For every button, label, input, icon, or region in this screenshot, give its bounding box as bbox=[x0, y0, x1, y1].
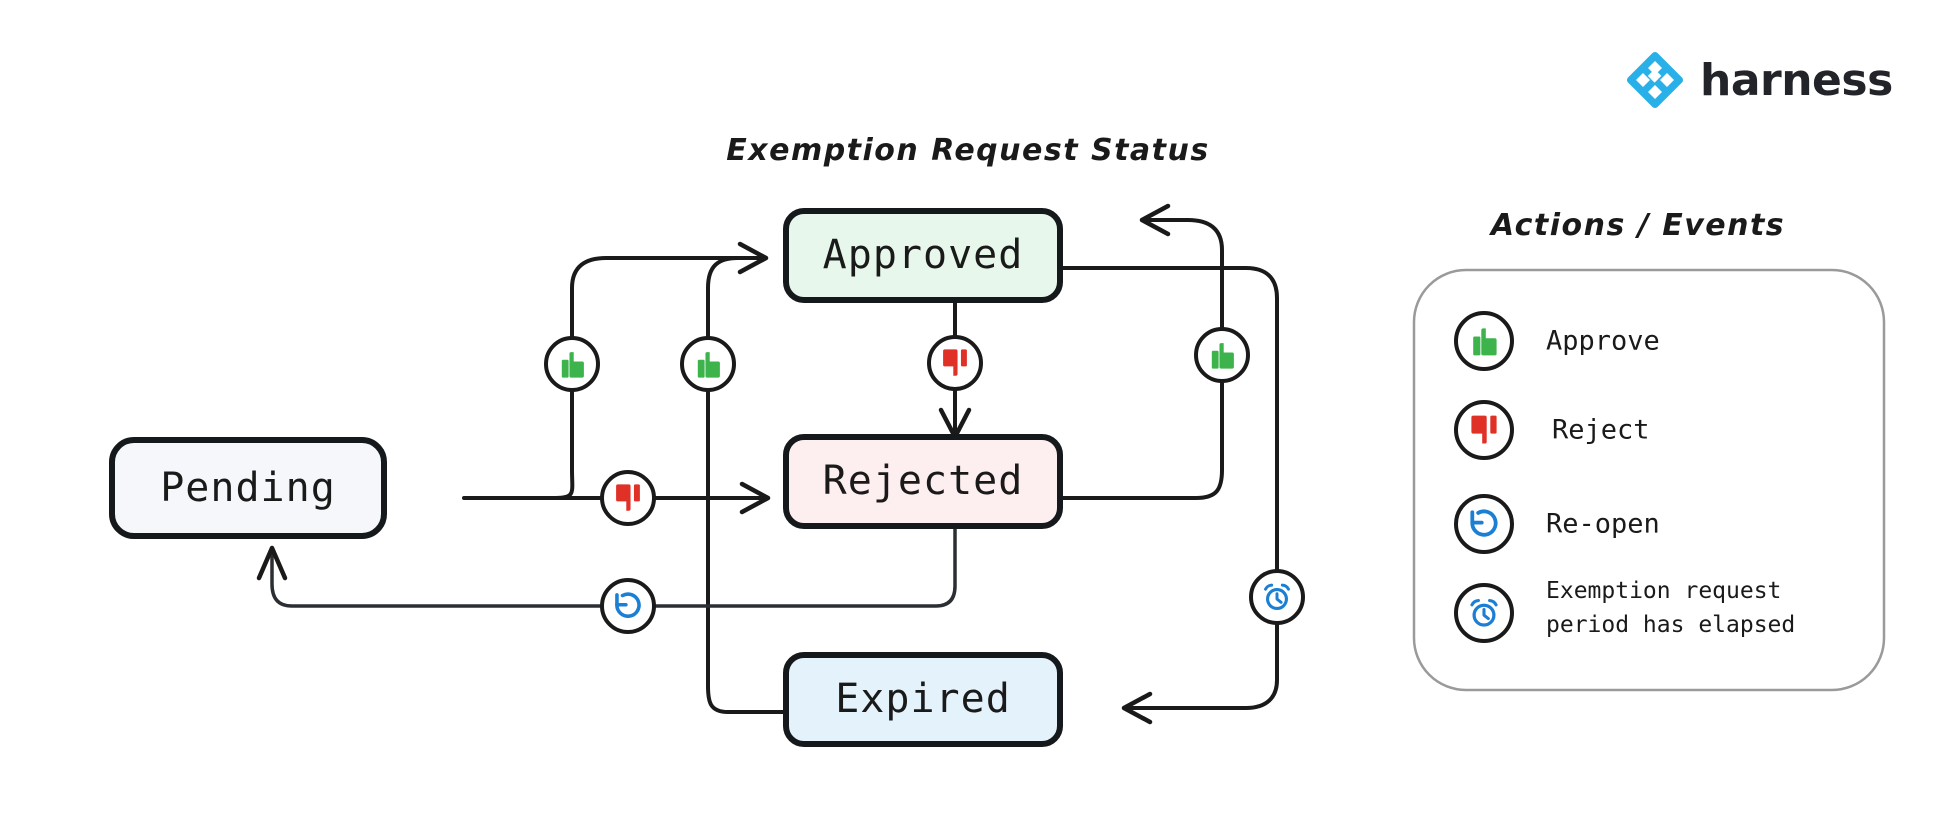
node-expired-label: Expired bbox=[835, 676, 1011, 722]
legend-item-expire-label-line2: period has elapsed bbox=[1546, 612, 1795, 638]
legend-item-approve[interactable]: Approve bbox=[1454, 311, 1660, 371]
brand-wordmark: harness bbox=[1700, 55, 1893, 106]
arrowhead-to-approved-left bbox=[737, 241, 769, 275]
node-approved-label: Approved bbox=[823, 232, 1024, 278]
edge-approved-expired-lower bbox=[1126, 621, 1279, 710]
node-approved[interactable]: Approved bbox=[783, 208, 1063, 303]
edge-badge-reject-approved[interactable] bbox=[927, 335, 983, 391]
edge-expired-approved-lower bbox=[706, 388, 788, 714]
edge-badge-reject-pending[interactable] bbox=[600, 470, 656, 526]
edge-badge-reopen[interactable] bbox=[600, 578, 656, 634]
legend-item-approve-label: Approve bbox=[1546, 326, 1660, 357]
node-expired[interactable]: Expired bbox=[783, 652, 1063, 747]
edge-badge-expire[interactable] bbox=[1249, 569, 1305, 625]
legend-panel: Approve Reject Re-open bbox=[1412, 268, 1886, 692]
legend-item-expire-label-line1: Exemption request bbox=[1546, 578, 1781, 604]
legend-item-reopen-label: Re-open bbox=[1546, 509, 1660, 540]
edge-rejected-approved-riser bbox=[1058, 379, 1224, 500]
edge-rejected-pending-left bbox=[270, 550, 604, 608]
arrowhead-to-rejected bbox=[739, 481, 771, 515]
edge-rejected-approved-top bbox=[1144, 218, 1224, 331]
arrowhead-to-approved-topright bbox=[1139, 203, 1171, 237]
edge-badge-approve-expired[interactable] bbox=[680, 336, 736, 392]
edge-pending-approved-lower bbox=[554, 388, 575, 500]
arrowhead-to-pending bbox=[256, 545, 288, 581]
diagram-title: Exemption Request Status bbox=[726, 133, 1209, 168]
node-pending-label: Pending bbox=[160, 465, 336, 511]
edge-approved-expired-upper bbox=[1058, 266, 1279, 573]
edge-badge-approve-pending[interactable] bbox=[544, 336, 600, 392]
edge-rejected-pending-right bbox=[652, 524, 957, 608]
harness-logo-shape bbox=[1626, 51, 1684, 109]
edges-layer bbox=[256, 203, 1279, 725]
node-pending[interactable]: Pending bbox=[109, 437, 387, 539]
edge-expired-approved-upper bbox=[706, 256, 762, 340]
legend-title: Actions / Events bbox=[1489, 208, 1785, 243]
node-rejected[interactable]: Rejected bbox=[783, 434, 1063, 529]
legend-item-reopen[interactable]: Re-open bbox=[1454, 494, 1660, 554]
legend-item-reject[interactable]: Reject bbox=[1454, 400, 1650, 460]
legend-item-reject-label: Reject bbox=[1552, 415, 1650, 446]
node-rejected-label: Rejected bbox=[823, 458, 1024, 504]
edge-pending-approved-upper bbox=[570, 256, 762, 340]
edge-badge-approve-rejected[interactable] bbox=[1194, 327, 1250, 383]
legend-item-expire[interactable]: Exemption request period has elapsed bbox=[1454, 578, 1795, 643]
arrowhead-to-expired bbox=[1121, 691, 1153, 725]
